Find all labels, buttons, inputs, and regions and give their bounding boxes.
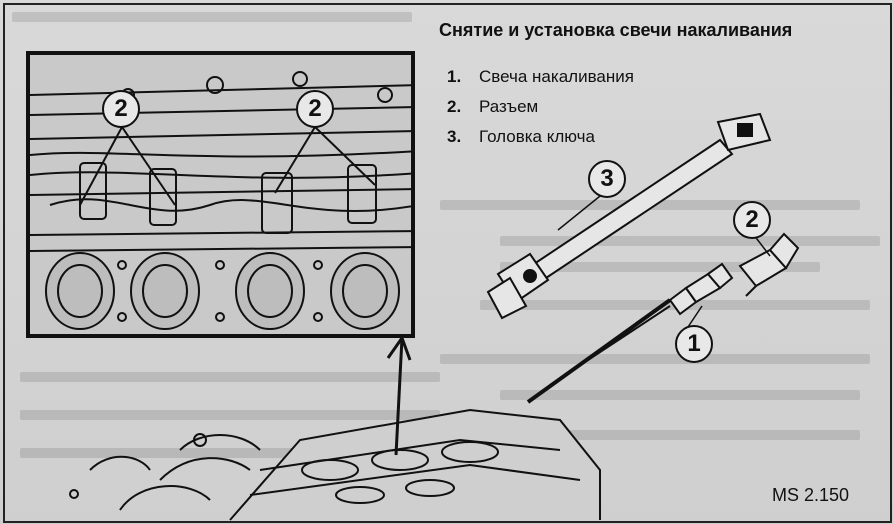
- bleed-through-line: [500, 236, 880, 246]
- legend-label: Свеча накаливания: [479, 67, 634, 86]
- legend-item: 2. Разъем: [447, 92, 634, 122]
- legend-list: 1. Свеча накаливания 2. Разъем 3. Головк…: [447, 62, 634, 152]
- legend-item: 3. Головка ключа: [447, 122, 634, 152]
- bleed-through-line: [440, 354, 870, 364]
- inset-callout-right: 2: [296, 90, 334, 128]
- callout-glow-plug: 1: [675, 325, 713, 363]
- figure-code: MS 2.150: [772, 485, 850, 505]
- bleed-through-line: [500, 390, 860, 400]
- legend-label: Головка ключа: [479, 127, 595, 146]
- figure-frame: [3, 3, 892, 523]
- bleed-through-line: [20, 410, 440, 420]
- legend-label: Разъем: [479, 97, 539, 116]
- inset-engine-drawing: [30, 71, 411, 330]
- legend-item: 1. Свеча накаливания: [447, 62, 634, 92]
- inset-detail-view: 2 2: [26, 51, 415, 338]
- legend-number: 3.: [447, 127, 462, 146]
- bleed-through-line: [20, 448, 440, 458]
- legend-number: 2.: [447, 97, 462, 116]
- bleed-through-line: [500, 262, 820, 272]
- callout-connector: 2: [733, 201, 771, 239]
- bleed-through-line: [500, 430, 860, 440]
- bleed-through-line: [12, 12, 412, 22]
- figure-title: Снятие и установка свечи накаливания: [439, 20, 793, 40]
- legend-number: 1.: [447, 67, 462, 86]
- parts-illustration: [486, 112, 800, 404]
- callout-socket: 3: [588, 160, 626, 198]
- inset-callout-left: 2: [102, 90, 140, 128]
- bleed-through-line: [20, 372, 440, 382]
